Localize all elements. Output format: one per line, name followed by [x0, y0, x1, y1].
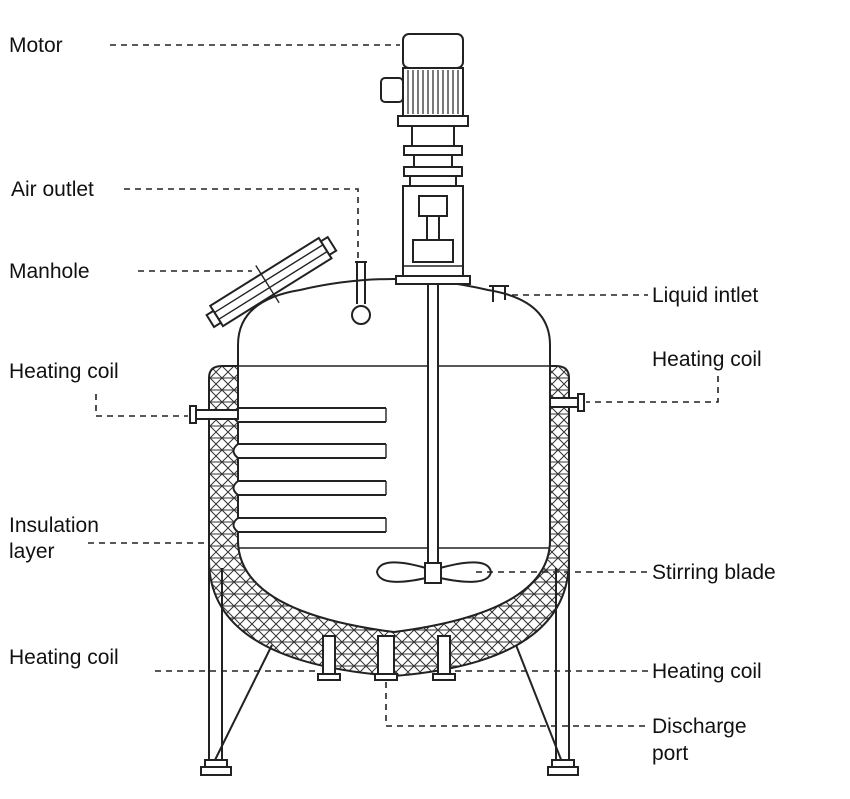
label-heating-coil-left-bottom: Heating coil [9, 646, 119, 669]
support-legs [200, 560, 579, 776]
label-insulation-layer-line2: layer [9, 540, 55, 563]
side-heating-nozzles [189, 393, 585, 424]
air-outlet [351, 261, 371, 325]
label-heating-coil-left-top: Heating coil [9, 360, 119, 383]
label-air-outlet: Air outlet [11, 178, 94, 201]
stirring-blade [375, 561, 493, 584]
stirring-shaft [427, 275, 439, 567]
drive-frame [395, 185, 471, 285]
label-motor: Motor [9, 34, 63, 57]
leader-heating-coil-left-top [95, 394, 188, 417]
heating-coil-internal [232, 407, 387, 533]
leader-heating-coil-right-top [586, 376, 719, 403]
label-stirring-blade: Stirring blade [652, 561, 776, 584]
labels: Motor Air outlet Manhole Heating coil In… [9, 34, 776, 765]
leader-discharge-port [385, 682, 648, 727]
bottom-nozzles [317, 635, 456, 681]
leader-lines [88, 44, 719, 727]
leader-air-outlet [124, 188, 359, 258]
label-insulation-layer-line1: Insulation [9, 514, 99, 537]
vessel-body [237, 278, 551, 634]
label-heating-coil-right-bottom: Heating coil [652, 660, 762, 683]
label-manhole: Manhole [9, 260, 90, 283]
motor [380, 33, 464, 117]
manhole [205, 235, 338, 329]
label-discharge-port-line2: port [652, 742, 688, 765]
reducer [397, 115, 469, 187]
liquid-inlet [489, 285, 509, 302]
label-heating-coil-right-top: Heating coil [652, 348, 762, 371]
label-liquid-inlet: Liquid intlet [652, 284, 758, 307]
label-discharge-port-line1: Discharge [652, 715, 747, 738]
